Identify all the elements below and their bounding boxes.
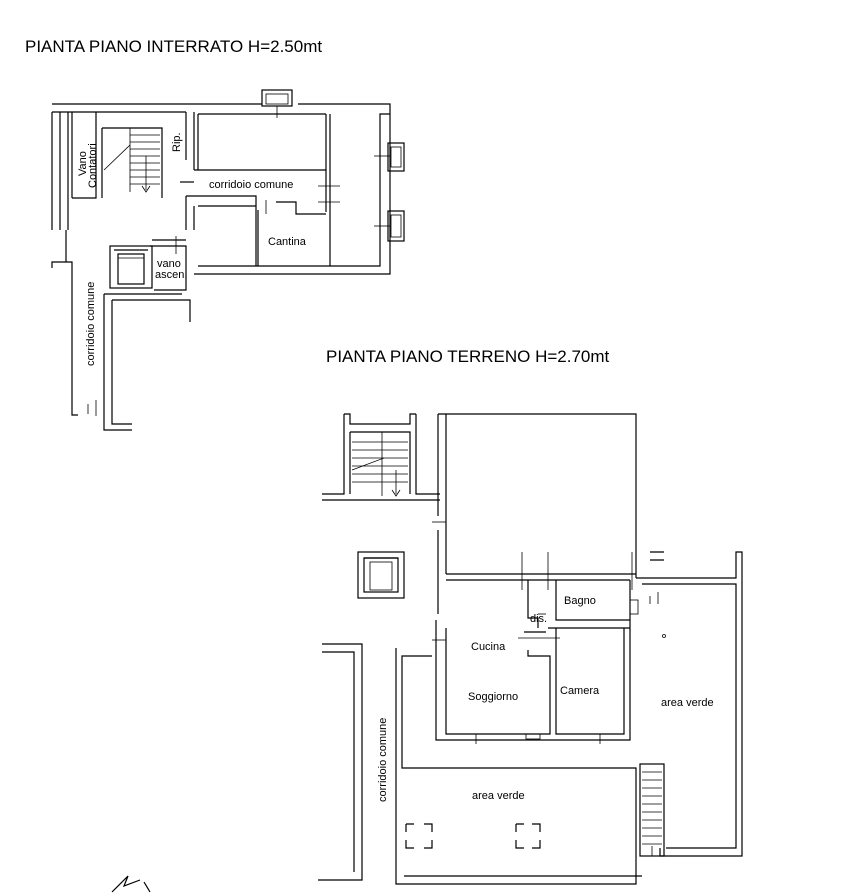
ground-elevator-icon xyxy=(357,551,405,599)
ground-marker-left xyxy=(405,823,433,849)
dis-label: dis. xyxy=(530,613,547,625)
ground-outdoor-stair[interactable] xyxy=(639,763,665,857)
ground-marker-right xyxy=(515,823,541,849)
basement-elevator-icon xyxy=(109,245,153,289)
contatori-label: Contatori xyxy=(87,143,99,188)
area-verde-right-label: area verde xyxy=(661,697,714,709)
basement-corridor-label: corridoio comune xyxy=(209,179,293,191)
north-arrow-icon xyxy=(111,875,151,893)
camera-label: Camera xyxy=(560,685,600,697)
rip-label: Rip. xyxy=(171,132,183,152)
cantina-label: Cantina xyxy=(268,236,307,248)
soggiorno-label: Soggiorno xyxy=(468,691,518,703)
vano-ascen-label-1: vano xyxy=(157,258,181,270)
basement-plan-title: PIANTA PIANO INTERRATO H=2.50mt xyxy=(25,37,322,56)
ground-vertical-corridor-label: corridoio comune xyxy=(377,718,389,802)
cucina-label: Cucina xyxy=(471,641,506,653)
area-verde-bottom-label: area verde xyxy=(472,790,525,802)
basement-plan: Vano Contatori Rip. corridoio comune Can… xyxy=(51,89,405,431)
ground-plan: Bagno dis. Cucina Soggiorno Camera area … xyxy=(111,413,743,893)
ground-plan-title: PIANTA PIANO TERRENO H=2.70mt xyxy=(326,347,610,366)
chimney-top xyxy=(261,89,293,118)
basement-stair[interactable] xyxy=(101,127,163,198)
ground-stair[interactable] xyxy=(322,413,440,501)
vano-label: Vano xyxy=(77,151,89,176)
vano-ascen-label-2: ascen. xyxy=(155,269,187,281)
chimney-right-2 xyxy=(374,210,405,242)
bagno-label: Bagno xyxy=(564,595,596,607)
chimney-right-1 xyxy=(374,142,405,172)
basement-vertical-corridor-label: corridoio comune xyxy=(85,282,97,366)
